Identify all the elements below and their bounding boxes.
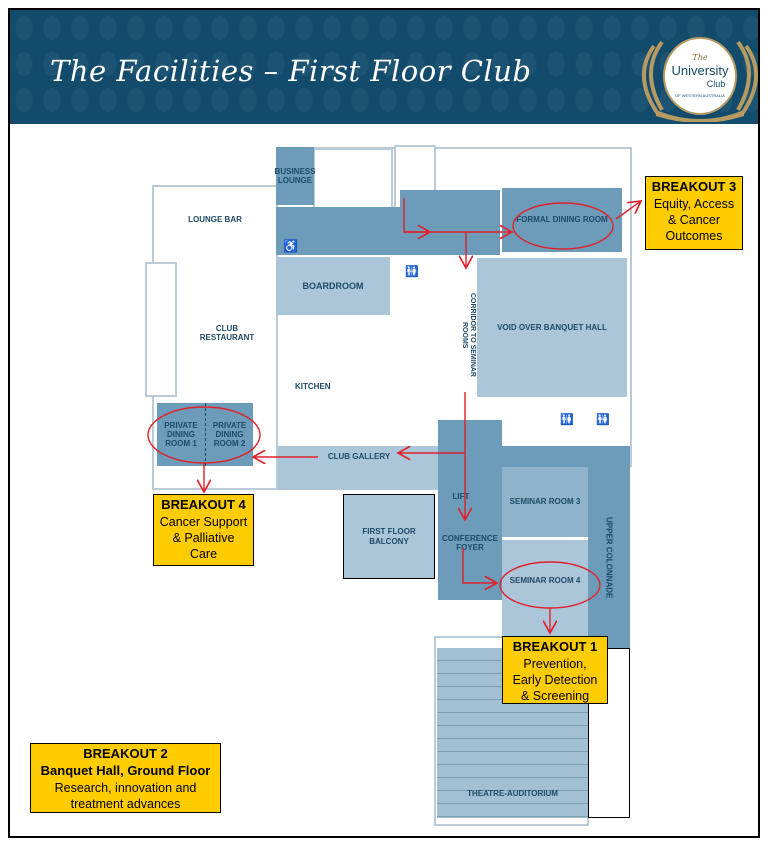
north-lobby (400, 190, 500, 255)
room-boardroom[interactable]: BOARDROOM (276, 257, 390, 315)
restroom-icon: 🚻 (405, 266, 419, 278)
svg-text:University: University (671, 63, 729, 78)
breakout-4-callout: BREAKOUT 4 Cancer Support & Palliative C… (153, 494, 254, 566)
breakout-3-callout: BREAKOUT 3 Equity, Access & Cancer Outco… (645, 176, 743, 250)
page-frame (8, 8, 760, 838)
room-club-restaurant[interactable]: CLUB RESTAURANT (199, 324, 255, 343)
breakout-line: & Screening (520, 689, 590, 704)
room-first-floor-balcony[interactable]: FIRST FLOOR BALCONY (343, 494, 435, 579)
page-title: The Facilities – First Floor Club (50, 54, 532, 88)
route-arrow (462, 548, 497, 583)
route-arrow (615, 201, 641, 220)
breakout-title: BREAKOUT 1 (512, 639, 598, 654)
highlight-private-dining (147, 406, 261, 464)
breakout-line: treatment advances (70, 797, 181, 812)
room-conference-foyer[interactable]: CONFERENCE FOYER (441, 534, 498, 553)
svg-text:The: The (692, 53, 707, 62)
accessible-icon: ♿ (283, 239, 298, 253)
room-seminar-3[interactable]: SEMINAR ROOM 3 (502, 467, 588, 537)
breakout-line: Outcomes (665, 229, 723, 244)
breakout-title: BREAKOUT 2 (83, 746, 168, 761)
header-banner: The Facilities – First Floor Club The Un… (10, 10, 759, 124)
annex-box (588, 648, 630, 818)
west-windows (145, 262, 177, 397)
restroom-icon: 🚻 (596, 414, 610, 426)
breakout-line: Equity, Access (653, 196, 735, 211)
breakout-title: BREAKOUT 4 (161, 497, 246, 512)
room-void-banquet-hall: VOID OVER BANQUET HALL (477, 258, 627, 397)
highlight-seminar-4 (499, 561, 601, 609)
university-club-logo: The University Club OF WESTERN AUSTRALIA (641, 37, 759, 122)
route-arrow (403, 198, 430, 232)
breakout-line: Prevention, (523, 656, 587, 671)
room-upper-colonnade[interactable]: UPPER COLONNADE (588, 467, 630, 648)
breakout-title: BREAKOUT 3 (651, 179, 737, 194)
room-formal-dining[interactable]: FORMAL DINING ROOM (502, 188, 622, 252)
restroom-icon: 🚻 (560, 414, 574, 426)
breakout-line: & Palliative (172, 531, 235, 546)
room-lounge-bar[interactable]: LOUNGE BAR (188, 215, 242, 224)
lift-label: LIFT (452, 492, 470, 501)
room-private-dining-2[interactable]: PRIVATE DINING ROOM 2 (205, 403, 253, 466)
svg-text:Club: Club (707, 79, 726, 89)
east-corridor (438, 446, 630, 470)
svg-text:OF WESTERN AUSTRALIA: OF WESTERN AUSTRALIA (675, 93, 725, 98)
room-business-lounge[interactable]: BUSINESS LOUNGE (275, 147, 315, 205)
breakout-1-callout: BREAKOUT 1 Prevention, Early Detection &… (502, 636, 608, 704)
breakout-line: Research, innovation and (54, 780, 197, 795)
highlight-formal-dining (512, 202, 614, 250)
breakout-line: & Cancer (667, 213, 721, 228)
breakout-line: Early Detection (512, 673, 598, 688)
breakout-line: Cancer Support (159, 514, 248, 529)
room-kitchen: KITCHEN (295, 382, 331, 391)
breakout-subtitle: Banquet Hall, Ground Floor (40, 762, 211, 778)
breakout-line: Care (189, 547, 218, 562)
corridor-label: CORRIDOR TO SEMINAR ROOMS (461, 293, 477, 377)
breakout-2-callout: BREAKOUT 2 Banquet Hall, Ground Floor Re… (30, 743, 221, 813)
